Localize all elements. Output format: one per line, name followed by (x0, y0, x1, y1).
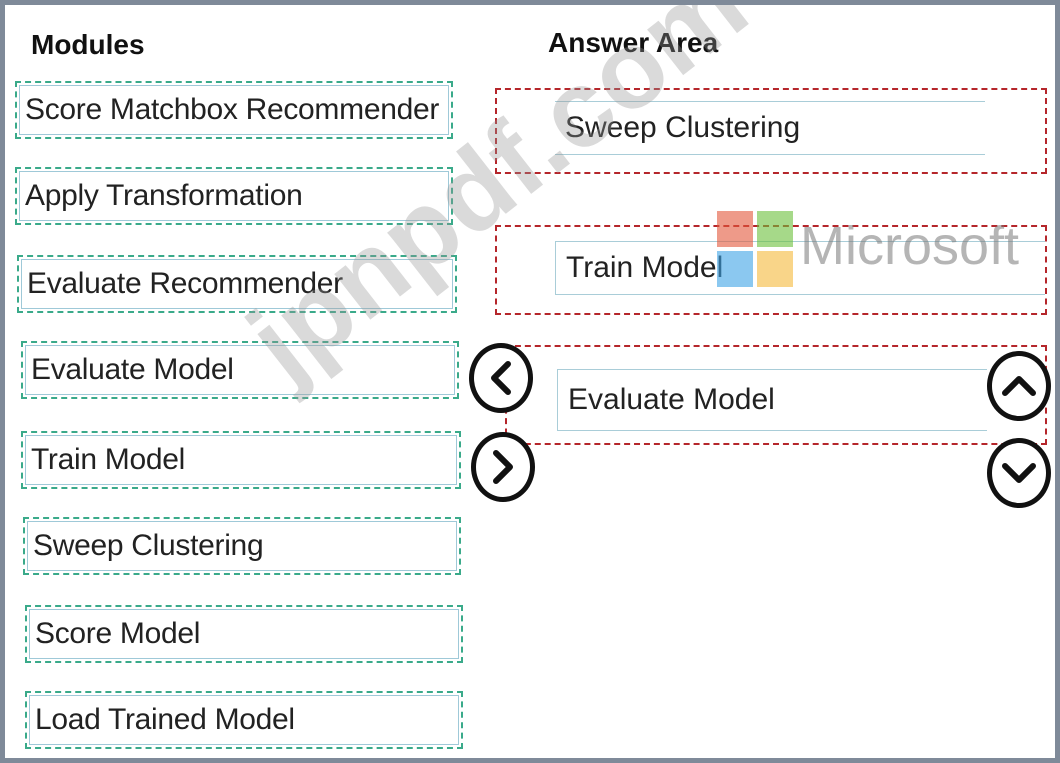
chevron-right-icon (493, 450, 513, 484)
chevron-up-icon (1002, 376, 1036, 396)
move-up-button[interactable] (987, 351, 1051, 421)
answer-item-1[interactable]: Sweep Clustering (555, 101, 985, 155)
chevron-left-icon (491, 361, 511, 395)
answer-slot-1[interactable] (495, 88, 1047, 174)
module-item[interactable]: Score Model (25, 605, 463, 663)
answer-area-heading: Answer Area (548, 27, 719, 58)
move-left-button[interactable] (469, 343, 533, 413)
answer-item-2[interactable]: Train Model (555, 241, 1045, 295)
module-item[interactable]: Load Trained Model (25, 691, 463, 749)
module-item[interactable]: Evaluate Recommender (17, 255, 457, 313)
move-down-button[interactable] (987, 438, 1051, 508)
chevron-down-icon (1002, 463, 1036, 483)
module-item[interactable]: Evaluate Model (21, 341, 459, 399)
answer-item-3[interactable]: Evaluate Model (557, 369, 987, 431)
module-item[interactable]: Sweep Clustering (23, 517, 461, 575)
module-item[interactable]: Apply Transformation (15, 167, 453, 225)
module-item[interactable]: Train Model (21, 431, 461, 489)
module-item[interactable]: Score Matchbox Recommender (15, 81, 453, 139)
modules-heading: Modules (31, 29, 145, 60)
move-right-button[interactable] (471, 432, 535, 502)
